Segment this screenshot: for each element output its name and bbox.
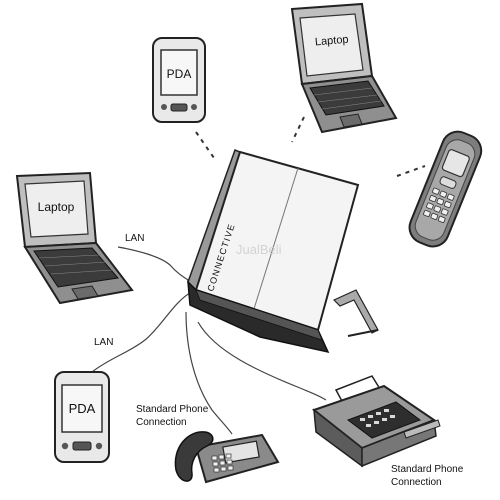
- router-base-top: [195, 289, 323, 341]
- pda-top-key-right: [191, 104, 197, 110]
- desk-phone: [174, 431, 280, 484]
- wired-links: [91, 246, 327, 435]
- cordless-phone-face: [414, 139, 476, 241]
- router-stand-foot: [347, 329, 379, 337]
- phone-connection-label-1: Standard Phone Connection: [136, 404, 211, 428]
- fax-output-tray: [403, 419, 441, 439]
- laptop-left-screen: [24, 180, 89, 238]
- fax-machine: [311, 375, 441, 468]
- pda-bottom-button: [72, 441, 92, 451]
- router: CONNECTIVE JualBeli: [187, 149, 379, 354]
- laptop-left-keyboard: [33, 247, 119, 288]
- desk-phone-keypad: [211, 453, 234, 473]
- phone-connection-label-2: Standard Phone Connection: [391, 464, 466, 488]
- laptop-top-key-row-2: [317, 94, 378, 103]
- laptop-top-key-grid: [313, 87, 382, 110]
- cordless-phone-screen: [441, 149, 470, 178]
- pda-bottom-label: PDA: [69, 401, 96, 416]
- laptop-left: Laptop: [15, 171, 134, 305]
- pda-top: PDA: [152, 37, 206, 123]
- laptop-top: Laptop: [290, 2, 398, 134]
- lan-cable-pda: [91, 291, 193, 373]
- fax-buttons: [360, 409, 395, 427]
- desk-phone-handset: [174, 431, 214, 482]
- watermark: JualBeli: [236, 242, 282, 257]
- cordless-phone-keypad: [423, 187, 455, 223]
- laptop-left-key-row-3: [50, 269, 113, 275]
- lan-label-2: LAN: [94, 337, 113, 348]
- pda-top-key-left: [161, 104, 167, 110]
- laptop-top-touchpad: [339, 113, 363, 128]
- wireless-link-pda-top: [195, 131, 215, 159]
- phone-connection-label-2-line1: Standard Phone: [391, 464, 464, 475]
- laptop-left-label: Laptop: [38, 200, 75, 214]
- lan-cable-laptop: [117, 246, 193, 283]
- phone-connection-label-1-line2: Connection: [136, 417, 187, 428]
- phone-connection-label-2-line2: Connection: [391, 477, 442, 488]
- phone-cable-fax: [197, 321, 327, 401]
- pda-bottom-screen: [61, 384, 103, 433]
- wireless-link-laptop-top: [291, 116, 305, 143]
- laptop-top-label: Laptop: [314, 34, 349, 49]
- pda-bottom-key-left: [61, 442, 69, 450]
- router-stand: [332, 289, 379, 334]
- laptop-left-key-row-1: [38, 254, 100, 259]
- pda-top-button: [170, 103, 188, 112]
- laptop-top-key-row-1: [313, 87, 373, 96]
- pda-top-label: PDA: [167, 67, 192, 81]
- phone-connection-label-1-line1: Standard Phone: [136, 404, 209, 415]
- pda-bottom-key-right: [95, 442, 103, 450]
- laptop-top-key-row-3: [321, 100, 382, 110]
- phone-cable-desk: [185, 311, 233, 435]
- laptop-top-keyboard: [309, 80, 385, 116]
- lan-label-1: LAN: [125, 233, 144, 244]
- pda-top-screen: [160, 49, 198, 96]
- cordless-phone-nav: [439, 176, 457, 189]
- wireless-link-phone: [396, 165, 426, 177]
- pda-bottom: PDA: [54, 371, 110, 463]
- laptop-left-key-grid: [38, 254, 113, 275]
- cordless-phone: [408, 130, 483, 248]
- laptop-left-touchpad: [71, 285, 99, 300]
- router-front-seam: [252, 167, 299, 313]
- laptop-left-key-row-2: [44, 261, 107, 267]
- laptop-top-screen: [299, 13, 364, 77]
